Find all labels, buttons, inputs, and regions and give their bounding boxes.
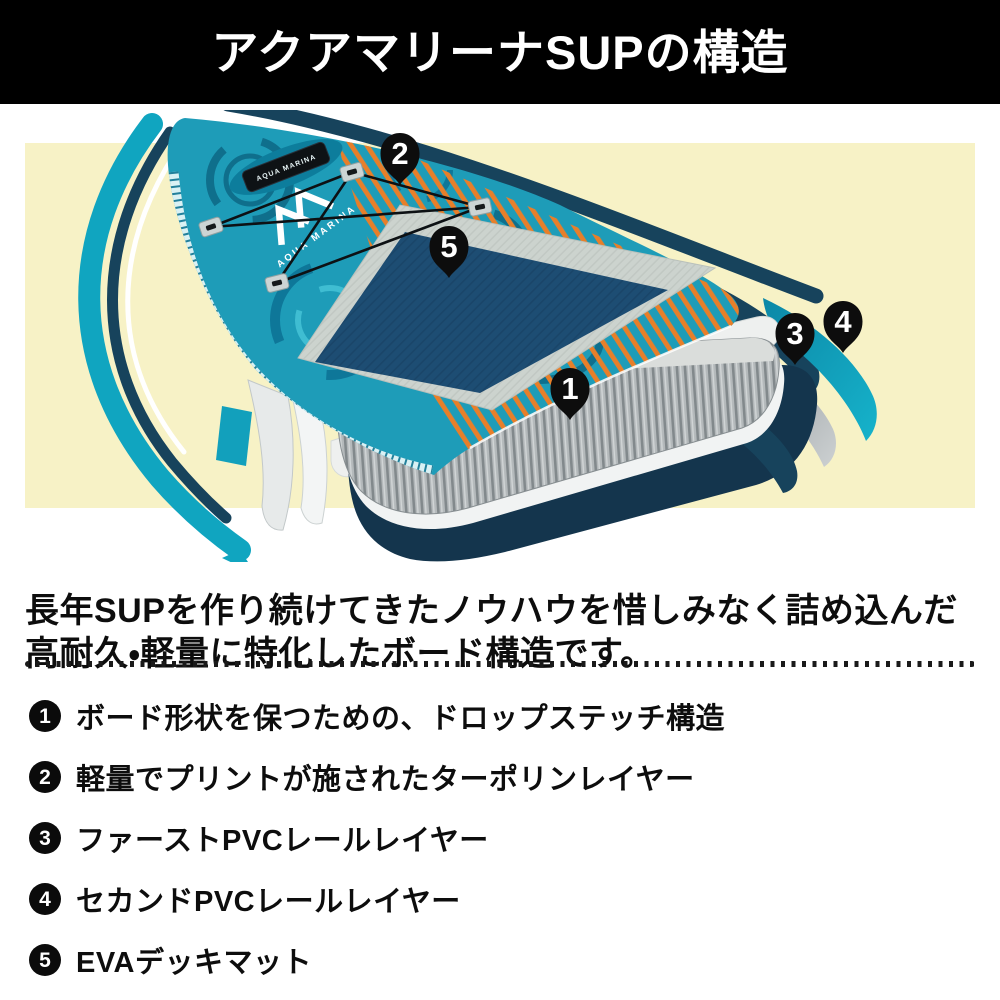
legend-item-1: 1 ボード形状を保つための、ドロップステッチ構造 — [29, 695, 725, 737]
legend-label-3: ファーストPVCレールレイヤー — [76, 825, 489, 857]
rail-rim-top — [223, 110, 824, 304]
callout-pin-4: 4 — [823, 301, 863, 353]
layer-ribbon-ends — [247, 379, 328, 531]
header-bar: アクアマリーナSUPの構造 — [0, 0, 1000, 104]
legend-label-2: 軽量でプリントが施されたターポリンレイヤー — [76, 764, 695, 796]
board-outline-swoosh-left — [78, 113, 251, 562]
callout-pin-3: 3 — [775, 313, 815, 365]
legend-badge-1: 1 — [29, 700, 61, 732]
callout-number-5: 5 — [440, 229, 457, 264]
dotted-divider — [25, 661, 975, 667]
eva-deck-pad — [315, 232, 668, 393]
legend-list: 1 ボード形状を保つための、ドロップステッチ構造 2 軽量でプリントが施されたタ… — [29, 695, 725, 1000]
description-line-1: 長年SUPを作り続けてきたノウハウを惜しみなく詰め込んだ — [25, 592, 958, 630]
sup-exploded-diagram: AQUA MARINA AQUA MARINA — [25, 110, 975, 562]
legend-label-4: セカンドPVCレールレイヤー — [76, 886, 461, 918]
description-text: 長年SUPを作り続けてきたノウハウを惜しみなく詰め込んだ 高耐久・軽量に特化した… — [25, 590, 975, 676]
callout-number-3: 3 — [786, 316, 803, 351]
legend-badge-4: 4 — [29, 883, 61, 915]
legend-item-4: 4 セカンドPVCレールレイヤー — [29, 878, 725, 920]
legend-item-5: 5 EVAデッキマット — [29, 939, 725, 981]
callout-number-1: 1 — [561, 371, 578, 406]
legend-badge-2: 2 — [29, 761, 61, 793]
legend-label-5: EVAデッキマット — [76, 947, 312, 979]
carry-handle: AQUA MARINA — [229, 139, 343, 195]
bungee-cords — [210, 170, 481, 285]
callout-pin-2: 2 — [380, 133, 420, 185]
callout-number-2: 2 — [391, 136, 408, 171]
legend-badge-3: 3 — [29, 822, 61, 854]
d-ring-patches — [198, 161, 493, 293]
legend-item-3: 3 ファーストPVCレールレイヤー — [29, 817, 725, 859]
page-title: アクアマリーナSUPの構造 — [211, 25, 789, 79]
legend-item-2: 2 軽量でプリントが施されたターポリンレイヤー — [29, 756, 725, 798]
side-layer-tab — [216, 406, 252, 466]
callout-pin-5: 5 — [429, 226, 469, 278]
description-line-2: 高耐久・軽量に特化したボード構造です。 — [25, 635, 655, 673]
sup-structure-illustration: AQUA MARINA AQUA MARINA — [0, 110, 1000, 562]
legend-badge-5: 5 — [29, 944, 61, 976]
callout-pin-1: 1 — [550, 368, 590, 420]
legend-label-1: ボード形状を保つための、ドロップステッチ構造 — [76, 703, 726, 735]
callout-number-4: 4 — [834, 304, 852, 339]
deck-edge-highlight — [469, 324, 732, 450]
